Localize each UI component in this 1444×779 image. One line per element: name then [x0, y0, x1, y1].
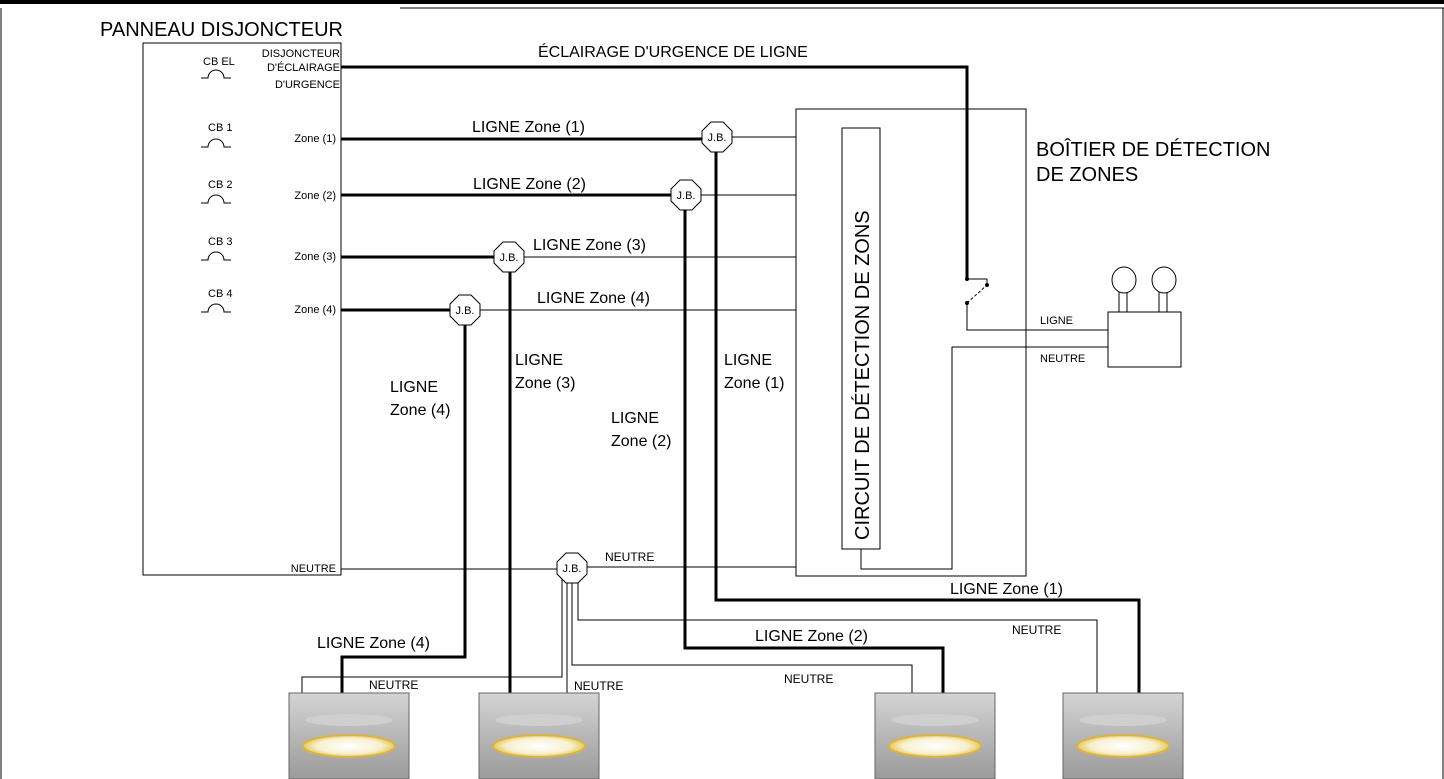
breaker-id: CB EL [203, 56, 235, 68]
breaker-label: D'URGENCE [275, 79, 340, 91]
fixture-light-icon [302, 734, 396, 758]
neutral-wire [571, 580, 913, 693]
breaker-label: Zone (3) [294, 251, 336, 263]
wires [301, 65, 1141, 693]
junction-box: J.B. [701, 121, 733, 153]
zone1-bottom-label: LIGNE Zone (1) [950, 581, 1063, 598]
relay-switch [966, 284, 988, 304]
fixture-rim [495, 714, 583, 726]
lamp-head-icon [1151, 266, 1177, 294]
lamp-head-icon [1111, 266, 1137, 294]
zone2-switched-wire [683, 206, 945, 693]
wire-labels: ÉCLAIRAGE D'URGENCE DE LIGNE LIGNE Zone … [317, 42, 1085, 693]
breaker-id: CB 2 [208, 179, 232, 191]
neutral-label: NEUTRE [605, 550, 654, 564]
zone1-vertical-label: Zone (1) [724, 375, 784, 392]
breaker-symbol [201, 138, 231, 148]
breaker-label: DISJONCTEUR [262, 48, 340, 60]
neutral-label: NEUTRE [784, 672, 833, 686]
breaker-label: D'ÉCLAIRAGE [267, 61, 340, 74]
junction-box: J.B. [493, 241, 525, 273]
breaker-symbol [201, 251, 231, 261]
junction-box-label: J.B. [456, 305, 475, 317]
zone4-bottom-label: LIGNE Zone (4) [317, 635, 430, 652]
breaker-panel: PANNEAU DISJONCTEUR CB EL DISJONCTEUR D'… [100, 19, 343, 576]
junction-box-label: J.B. [677, 190, 696, 202]
zone2-vertical-label: Zone (2) [611, 433, 671, 450]
zone1-vertical-label: LIGNE [724, 352, 772, 369]
zone2-bottom-label: LIGNE Zone (2) [755, 628, 868, 645]
ceiling-fixture [478, 692, 600, 779]
junction-box-label: J.B. [708, 132, 727, 144]
breaker-label: Zone (2) [294, 190, 336, 202]
breaker-id: CB 3 [208, 236, 232, 248]
zone1-line-label: LIGNE Zone (1) [472, 119, 585, 136]
junction-box: J.B. [449, 294, 481, 326]
emergency-line-label: ÉCLAIRAGE D'URGENCE DE LIGNE [538, 42, 808, 61]
zone2-line-label: LIGNE Zone (2) [473, 176, 586, 193]
neutral-label: NEUTRE [1012, 623, 1061, 637]
zone4-vertical-label: Zone (4) [390, 402, 450, 419]
neutral-wire [577, 578, 1098, 693]
breaker-symbol [201, 194, 231, 204]
emergency-light-fixture [1107, 266, 1182, 368]
neutral-wire [301, 577, 563, 693]
emergency-fixture-neutral-label: NEUTRE [1040, 353, 1085, 365]
breaker-label: Zone (4) [294, 304, 336, 316]
zone4-line-label: LIGNE Zone (4) [537, 290, 650, 307]
fixture-light-icon [492, 734, 586, 758]
ceiling-fixture [874, 692, 996, 779]
neutral-label: NEUTRE [369, 678, 418, 692]
panel-title: PANNEAU DISJONCTEUR [100, 19, 343, 41]
panel-neutral-label: NEUTRE [291, 563, 336, 575]
breaker-symbol [201, 69, 231, 79]
detection-box-title: BOÎTIER DE DÉTECTION [1036, 138, 1270, 161]
ceiling-fixture [288, 692, 410, 779]
breaker-id: CB 4 [208, 288, 232, 300]
fixture-rim [1079, 714, 1167, 726]
emergency-line-wire [966, 303, 1108, 331]
zone1-switched-wire [714, 150, 1141, 693]
zone3-line-label: LIGNE Zone (3) [533, 237, 646, 254]
fixture-light-icon [1076, 734, 1170, 758]
junction-box-label: J.B. [500, 252, 519, 264]
junction-box-label: J.B. [563, 563, 582, 575]
panel-box [142, 42, 342, 576]
fixture-light-icon [888, 734, 982, 758]
ceiling-fixture [1062, 692, 1184, 779]
junction-box: J.B. [556, 552, 588, 584]
junction-box: J.B. [670, 179, 702, 211]
emergency-fixture-line-label: LIGNE [1040, 315, 1073, 327]
breaker-label: Zone (1) [294, 133, 336, 145]
zone4-switched-wire [340, 322, 467, 693]
ceiling-fixture-body [874, 692, 996, 779]
zone-detection-box: CIRCUIT DE DÉTECTION DE ZONS BOÎTIER DE … [795, 108, 1270, 577]
zone3-vertical-label: LIGNE [515, 352, 563, 369]
breaker-id: CB 1 [208, 122, 232, 134]
fixture-rim [305, 714, 393, 726]
emergency-light-box [1107, 311, 1182, 368]
neutral-label: NEUTRE [574, 679, 623, 693]
detection-box-title: DE ZONES [1036, 164, 1138, 186]
zone4-vertical-label: LIGNE [390, 379, 438, 396]
zone2-vertical-label: LIGNE [611, 410, 659, 427]
detection-circuit-box [841, 127, 881, 550]
zone3-vertical-label: Zone (3) [515, 375, 575, 392]
top-border [0, 0, 1444, 4]
emergency-neutral-wire [860, 346, 1108, 570]
emergency-line-wire [341, 65, 969, 279]
fixture-rim [891, 714, 979, 726]
breaker-symbol [201, 303, 231, 313]
junction-boxes: J.B. J.B. J.B. J.B. J.B. [449, 121, 733, 584]
detection-box [795, 108, 1027, 577]
detection-circuit-label: CIRCUIT DE DÉTECTION DE ZONS [851, 210, 874, 540]
